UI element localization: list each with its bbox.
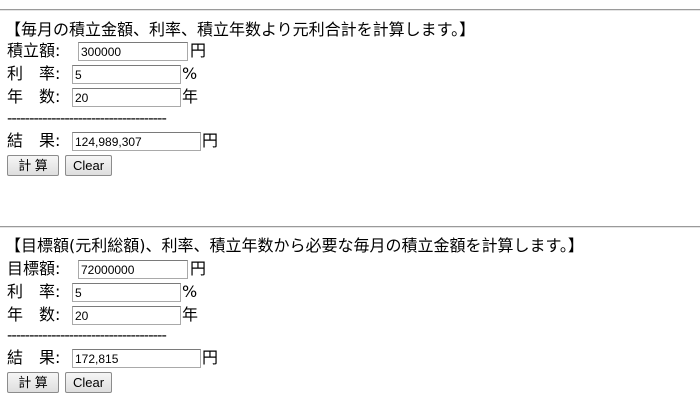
horizontal-rule-middle — [0, 226, 700, 228]
amount-input[interactable] — [78, 42, 188, 61]
horizontal-rule-top — [0, 9, 700, 11]
rate-unit: % — [182, 282, 198, 301]
years-unit: 年 — [182, 305, 199, 324]
result-label: 結 果: — [7, 131, 61, 150]
rate-input[interactable] — [72, 283, 181, 302]
target-amount-unit: 円 — [190, 259, 207, 278]
rate-input[interactable] — [72, 65, 181, 84]
years-label: 年 数: — [7, 87, 61, 106]
years-input[interactable] — [72, 306, 181, 325]
result-output[interactable] — [72, 349, 201, 368]
target-amount-calculator: 【目標額(元利総額)、利率、積立年数から必要な毎月の積立金額を計算します。】 目… — [5, 0, 700, 418]
result-output[interactable] — [72, 132, 201, 151]
result-unit: 円 — [202, 131, 219, 150]
section-title: 【毎月の積立金額、利率、積立年数より元利合計を計算します。】 — [5, 20, 476, 39]
divider-line: ------------------------------------ — [7, 109, 167, 127]
rate-label: 利 率: — [7, 64, 61, 83]
divider-line: ------------------------------------ — [7, 326, 167, 344]
amount-unit: 円 — [190, 41, 207, 60]
accumulation-calculator: 【毎月の積立金額、利率、積立年数より元利合計を計算します。】 積立額: 円 利 … — [5, 0, 700, 180]
section-title: 【目標額(元利総額)、利率、積立年数から必要な毎月の積立金額を計算します。】 — [5, 236, 584, 255]
clear-button[interactable]: Clear — [65, 155, 112, 176]
result-label: 結 果: — [7, 348, 61, 367]
rate-unit: % — [182, 64, 198, 83]
target-amount-label: 目標額: — [7, 259, 61, 278]
calculate-button[interactable]: 計 算 — [7, 155, 59, 176]
target-amount-input[interactable] — [78, 260, 188, 279]
rate-label: 利 率: — [7, 282, 61, 301]
years-unit: 年 — [182, 87, 199, 106]
amount-label: 積立額: — [7, 41, 61, 60]
years-input[interactable] — [72, 88, 181, 107]
years-label: 年 数: — [7, 305, 61, 324]
clear-button[interactable]: Clear — [65, 372, 112, 393]
calculate-button[interactable]: 計 算 — [7, 372, 59, 393]
result-unit: 円 — [202, 348, 219, 367]
